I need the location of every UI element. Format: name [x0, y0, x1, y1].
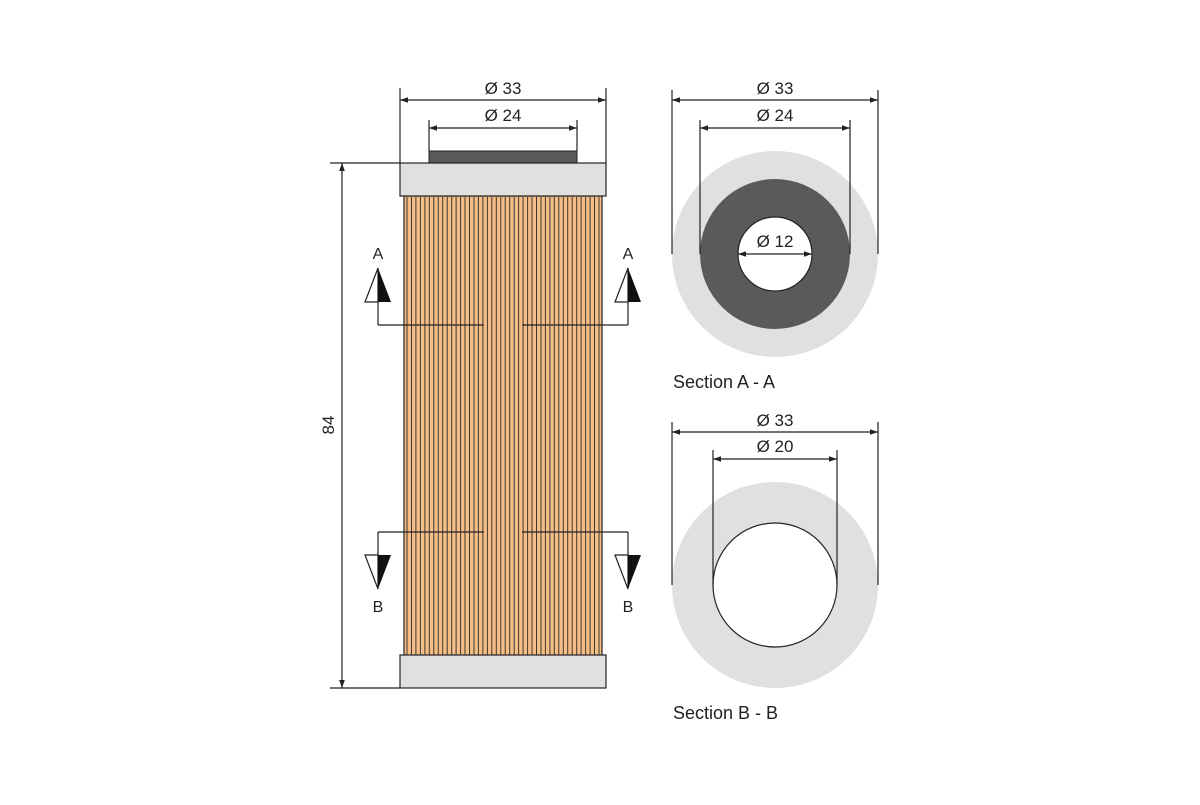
section-a-dim-outer: Ø 33	[671, 79, 879, 254]
side-dim-inner-label: Ø 24	[485, 106, 522, 125]
pleat-lines	[406, 197, 600, 655]
section-b-dim-inner: Ø 20	[712, 437, 838, 585]
side-dim-height: 84	[319, 162, 400, 689]
bottom-end-cap	[399, 654, 607, 689]
section-a-marker-right: A	[623, 246, 634, 263]
section-a-dim-inner: Ø 24	[699, 106, 851, 254]
section-b-caption: Section B - B	[673, 703, 778, 723]
section-b-marker-left: B	[373, 599, 384, 616]
section-a-caption: Section A - A	[673, 372, 775, 392]
section-b-inner-bore	[712, 522, 838, 648]
top-seal	[428, 150, 578, 165]
side-dim-inner: Ø 24	[428, 106, 578, 151]
filter-media	[403, 195, 603, 657]
side-dim-outer: Ø 33	[399, 79, 607, 163]
side-dim-outer-label: Ø 33	[485, 79, 522, 98]
section-b-cut-line: B B	[364, 531, 641, 616]
section-a-cut-line: A A	[364, 246, 641, 326]
section-b-view: Ø 33 Ø 20 Section B - B	[671, 411, 879, 723]
section-a-dim-inner-label: Ø 24	[757, 106, 794, 125]
top-end-cap	[399, 162, 607, 197]
section-a-dim-outer-label: Ø 33	[757, 79, 794, 98]
section-a-view: Ø 33 Ø 24 Ø 12 Section A - A	[671, 79, 879, 392]
section-b-dim-outer-label: Ø 33	[757, 411, 794, 430]
side-dim-height-label: 84	[319, 416, 338, 435]
section-b-dim-outer: Ø 33	[671, 411, 879, 585]
section-b-dim-inner-label: Ø 20	[757, 437, 794, 456]
section-a-dim-bore-label: Ø 12	[757, 232, 794, 251]
section-b-marker-right: B	[623, 599, 634, 616]
section-a-dim-bore: Ø 12	[738, 232, 812, 257]
section-a-marker-left: A	[373, 246, 384, 263]
side-view: Ø 33 Ø 24 84 A A	[319, 79, 641, 689]
